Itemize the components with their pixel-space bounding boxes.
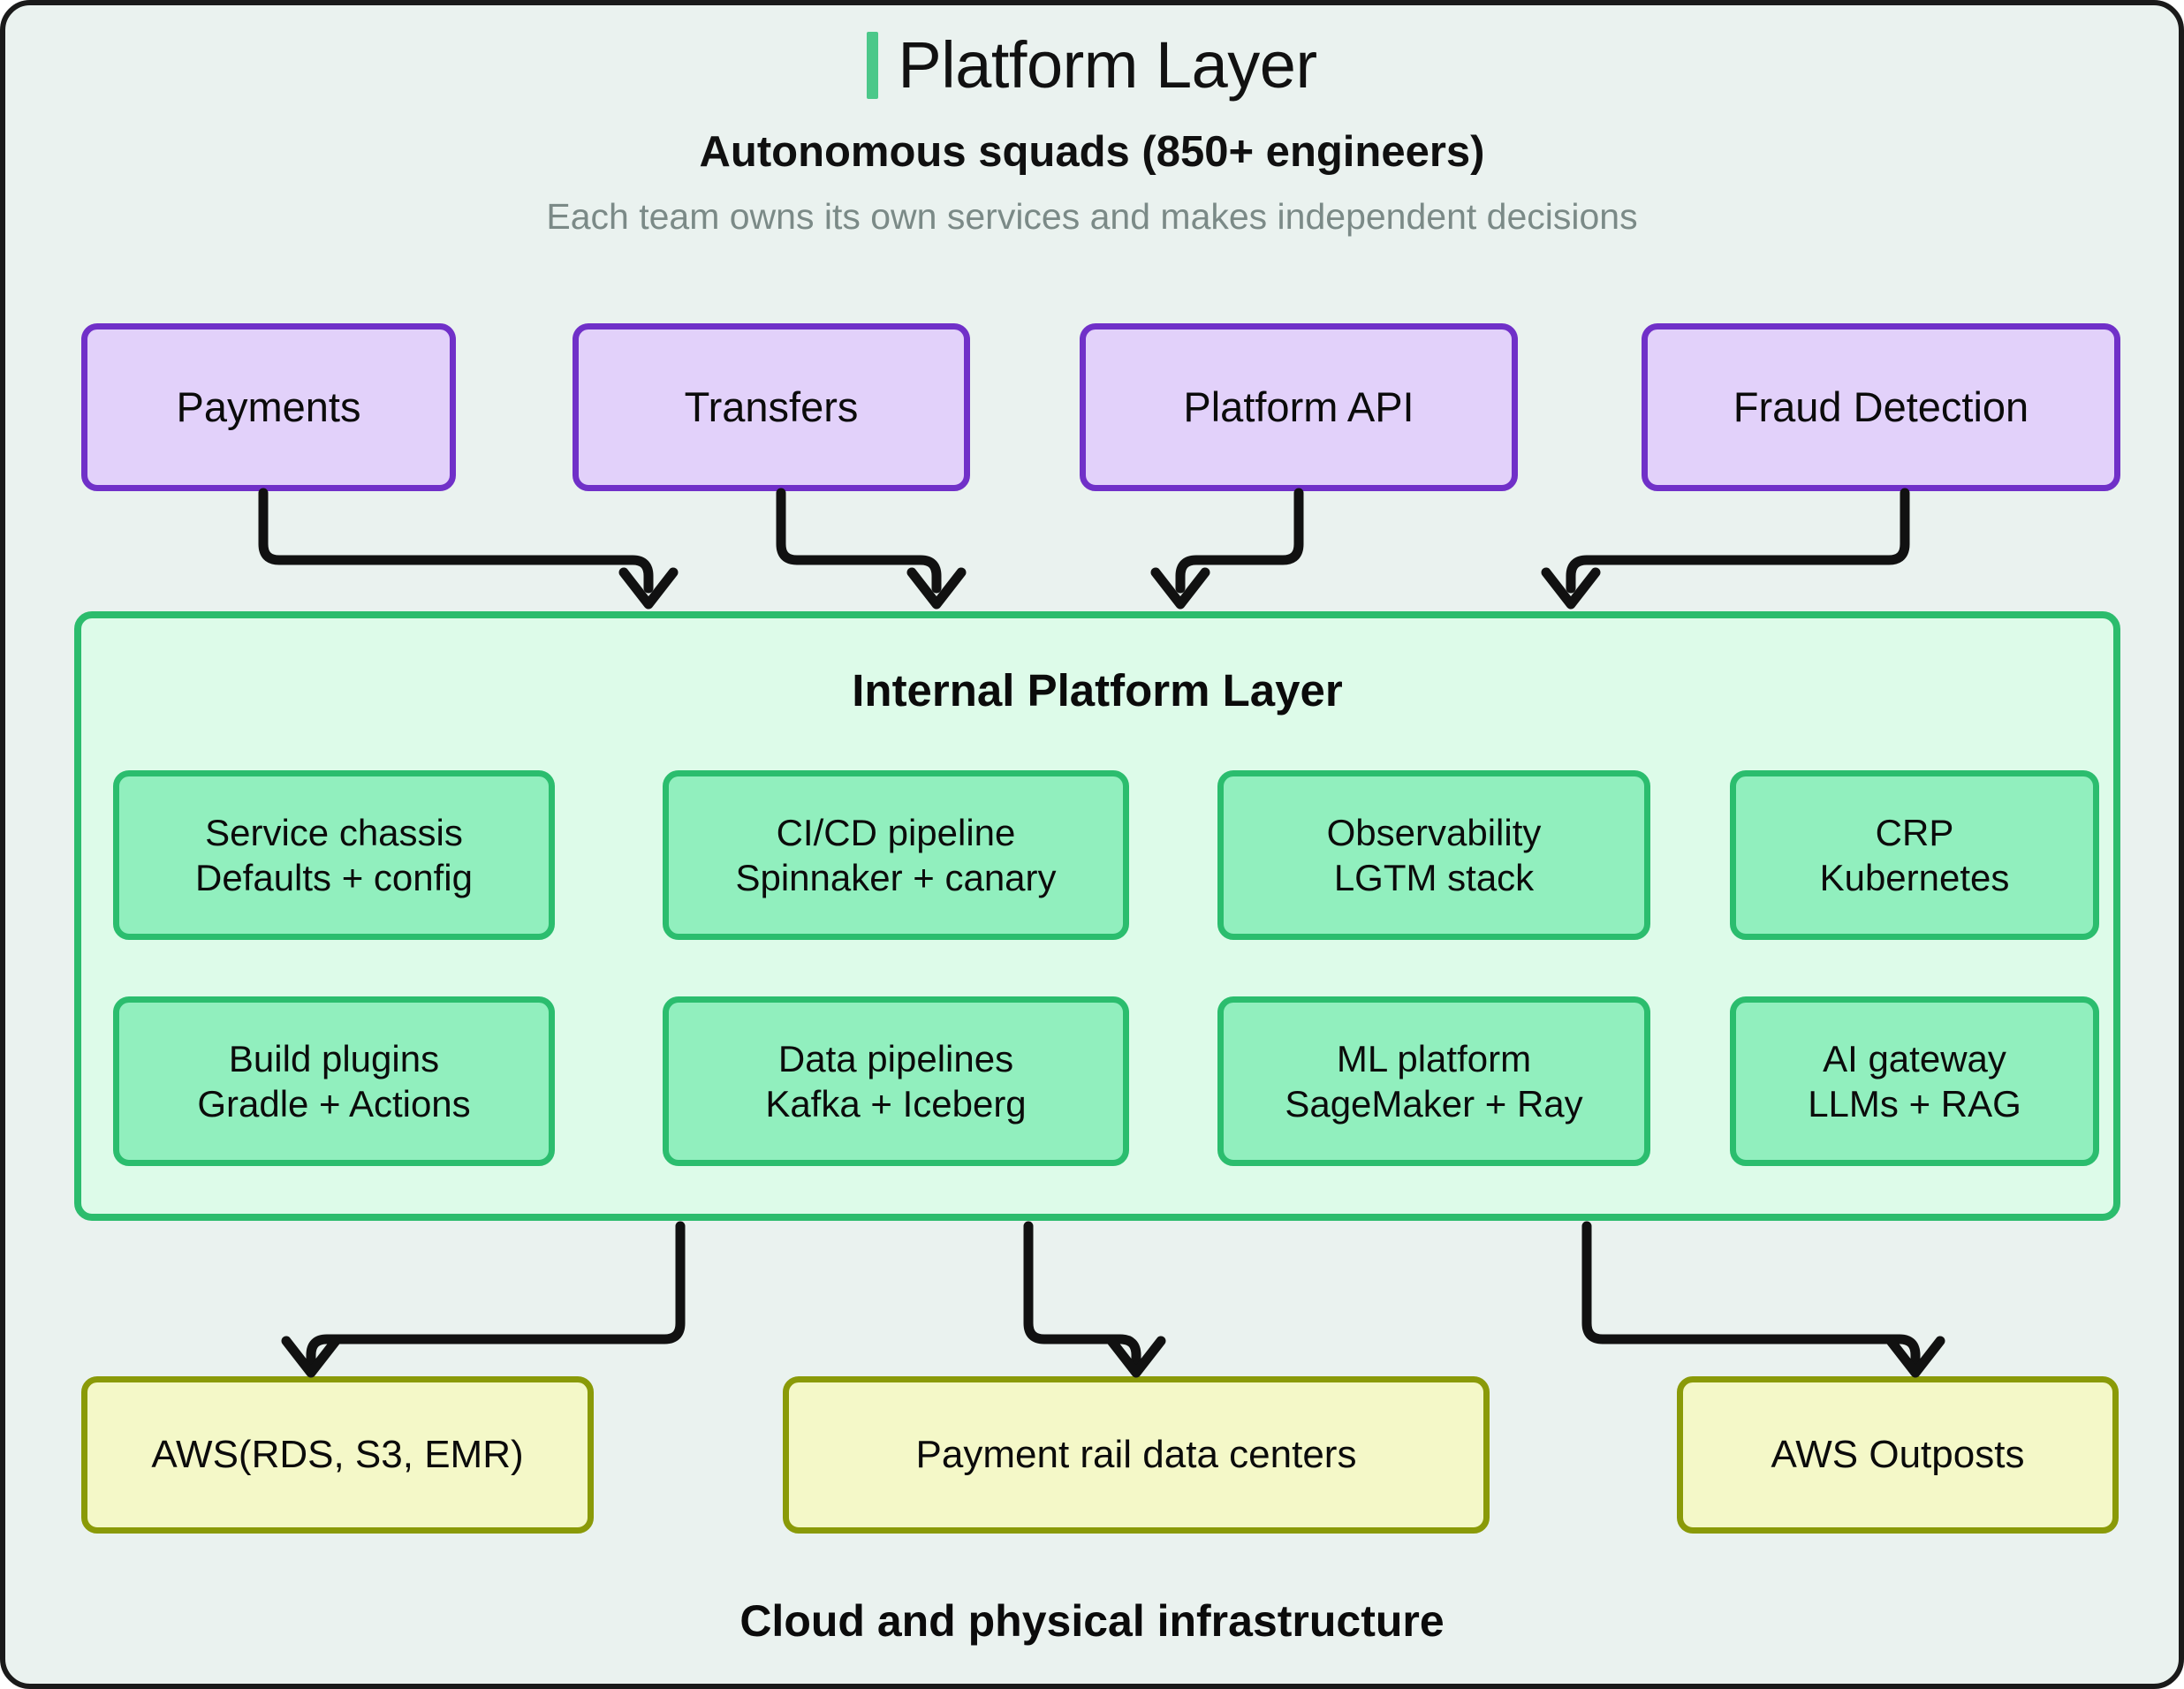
down-arrow-icon	[281, 1336, 341, 1378]
card-detail: Defaults + config	[194, 857, 473, 898]
card-title: CI/CD pipeline	[776, 811, 1016, 853]
platform-card-ml-platform[interactable]: ML platform SageMaker + Ray	[1217, 996, 1650, 1166]
down-arrow-icon	[1106, 1336, 1166, 1378]
internal-platform-layer: Internal Platform Layer Service chassis …	[74, 611, 2120, 1221]
squad-label: Platform API	[1183, 383, 1414, 431]
down-arrow-icon	[618, 567, 679, 610]
platform-card-data-pipelines[interactable]: Data pipelines Kafka + Iceberg	[663, 996, 1129, 1166]
card-title: Observability	[1326, 811, 1542, 853]
card-title: Build plugins	[228, 1037, 440, 1079]
squad-label: Transfers	[684, 383, 859, 431]
card-detail: LLMs + RAG	[1808, 1083, 2021, 1125]
title-text: Platform Layer	[898, 28, 1317, 102]
platform-card-ai-gateway[interactable]: AI gateway LLMs + RAG	[1730, 996, 2099, 1166]
page-title: Platform Layer	[5, 32, 2179, 99]
squad-node-fraud-detection[interactable]: Fraud Detection	[1642, 323, 2120, 491]
squad-label: Fraud Detection	[1733, 383, 2029, 431]
infra-label: Payment rail data centers	[915, 1433, 1357, 1477]
connector-platform-to-aws	[281, 1221, 686, 1378]
card-title: Data pipelines	[777, 1037, 1014, 1079]
connector-transfers-to-platform	[776, 488, 967, 610]
card-title: AI gateway	[1823, 1037, 2006, 1079]
squad-node-transfers[interactable]: Transfers	[573, 323, 970, 491]
card-detail: Spinnaker + canary	[735, 857, 1057, 898]
platform-card-cicd-pipeline[interactable]: CI/CD pipeline Spinnaker + canary	[663, 770, 1129, 940]
squad-label: Payments	[176, 383, 361, 431]
platform-card-build-plugins[interactable]: Build plugins Gradle + Actions	[113, 996, 555, 1166]
down-arrow-icon	[1150, 567, 1210, 610]
diagram-header: Platform Layer Autonomous squads (850+ e…	[5, 5, 2179, 238]
card-detail: SageMaker + Ray	[1285, 1083, 1583, 1125]
infra-label: AWS(RDS, S3, EMR)	[151, 1433, 524, 1477]
connector-platform-api-to-platform	[1150, 488, 1304, 610]
connector-platform-to-payment-rail	[1023, 1221, 1166, 1378]
platform-card-observability[interactable]: Observability LGTM stack	[1217, 770, 1650, 940]
card-detail: LGTM stack	[1333, 857, 1535, 898]
platform-card-service-chassis[interactable]: Service chassis Defaults + config	[113, 770, 555, 940]
infra-node-payment-rail[interactable]: Payment rail data centers	[783, 1376, 1490, 1534]
connector-platform-to-outposts	[1581, 1221, 1945, 1378]
platform-card-crp[interactable]: CRP Kubernetes	[1730, 770, 2099, 940]
title-accent-bar	[867, 32, 879, 99]
down-arrow-icon	[1541, 567, 1601, 610]
card-title: CRP	[1875, 811, 1954, 853]
card-detail: Gradle + Actions	[197, 1083, 471, 1125]
infra-label: AWS Outposts	[1771, 1433, 2025, 1477]
card-detail: Kubernetes	[1819, 857, 2010, 898]
infrastructure-caption: Cloud and physical infrastructure	[739, 1596, 1445, 1646]
header-caption: Each team owns its own services and make…	[546, 196, 1638, 237]
connector-payments-to-platform	[258, 488, 679, 610]
platform-heading: Internal Platform Layer	[852, 665, 1343, 716]
connector-fraud-detection-to-platform	[1541, 488, 1910, 610]
card-title: Service chassis	[205, 811, 463, 853]
card-detail: Kafka + Iceberg	[765, 1083, 1027, 1125]
card-title: ML platform	[1336, 1037, 1532, 1079]
infra-node-aws[interactable]: AWS(RDS, S3, EMR)	[81, 1376, 594, 1534]
down-arrow-icon	[906, 567, 967, 610]
squad-node-platform-api[interactable]: Platform API	[1080, 323, 1518, 491]
infra-node-aws-outposts[interactable]: AWS Outposts	[1677, 1376, 2119, 1534]
down-arrow-icon	[1885, 1336, 1945, 1378]
squad-node-payments[interactable]: Payments	[81, 323, 456, 491]
header-subtitle: Autonomous squads (850+ engineers)	[699, 128, 1485, 176]
